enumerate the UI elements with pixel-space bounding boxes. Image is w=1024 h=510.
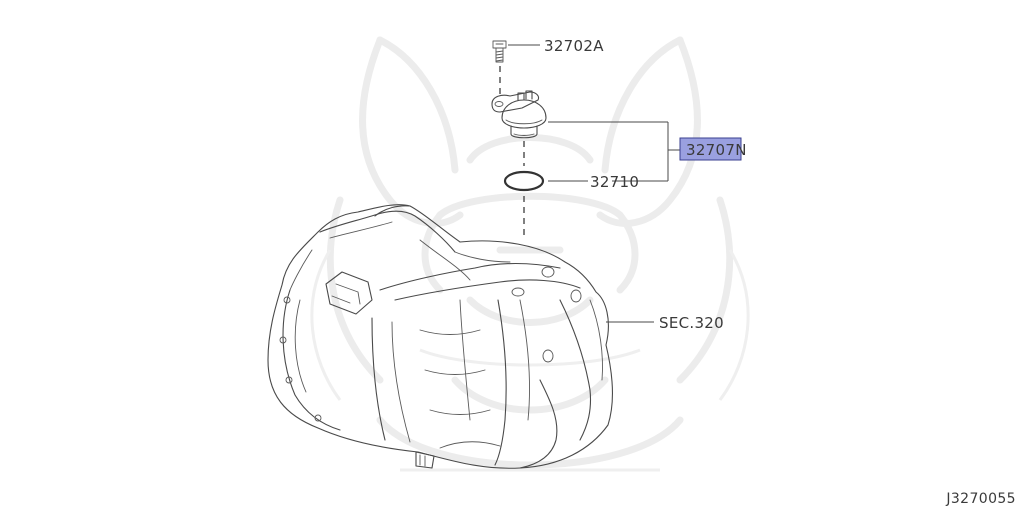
sensor-part[interactable]: [491, 90, 547, 139]
sensor-bracket-leader: [548, 121, 680, 182]
diagram-code: J3270055: [945, 491, 1016, 507]
transmission-section-reference[interactable]: SEC.320: [659, 314, 724, 332]
o-ring-part-number[interactable]: 32710: [590, 173, 639, 191]
bolt-part[interactable]: [492, 40, 507, 63]
part-number-highlight[interactable]: [679, 137, 742, 161]
transmission-assembly[interactable]: [267, 204, 614, 469]
o-ring-part[interactable]: [503, 170, 545, 192]
bolt-part-number[interactable]: 32702A: [544, 37, 604, 55]
sensor-part-number[interactable]: 32707N: [686, 141, 747, 159]
